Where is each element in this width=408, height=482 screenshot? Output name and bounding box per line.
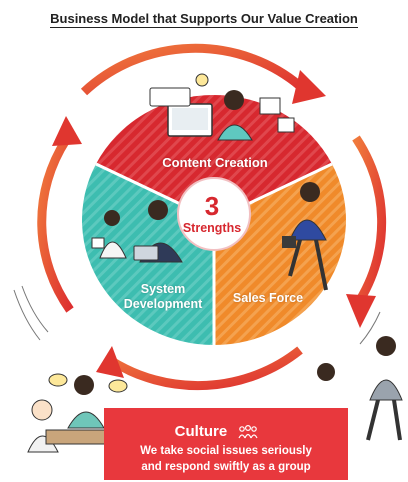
culture-title-text: Culture [174,423,228,440]
cycle-arrow-right [352,135,387,303]
cycle-arrow-top [80,43,303,96]
sales-force-label: Sales Force [232,291,304,305]
system-development-line2: Development [123,297,203,311]
people-group-icon [238,425,258,439]
segment-content-creation [96,95,332,220]
page-title: Business Model that Supports Our Value C… [0,11,408,28]
culture-line-1: We take social issues seriously [140,445,312,457]
cycle-arrows [37,43,387,391]
motion-lines [13,285,381,345]
arrowhead-right [346,294,376,328]
arrowhead-bottom [96,346,124,378]
document-icon [259,97,281,115]
culture-line-2: and respond swiftly as a group [141,461,311,473]
system-developers-illustration [91,200,183,263]
strengths-count: 3 [204,191,220,221]
sales-person-illustration [282,182,328,291]
cycle-arrowheads [52,70,376,378]
arrowhead-top [292,70,326,104]
cycle-arrow-left [37,137,74,313]
content-creation-label: Content Creation [162,155,268,170]
system-development-line1: System [140,282,186,296]
center-circle [177,177,251,251]
meeting-illustration [27,373,128,453]
culture-title: Culture [104,423,330,440]
culture-banner [104,408,348,480]
cycle-arrow-bottom [107,346,303,391]
page-title-text: Business Model that Supports Our Value C… [50,11,358,28]
arrowhead-left [52,116,82,146]
computer-icon [133,245,159,261]
content-creator-illustration [149,73,295,141]
lightbulb-icon [195,73,209,87]
system-development-label: System Development [120,282,206,312]
strengths-word: Strengths [182,221,242,235]
